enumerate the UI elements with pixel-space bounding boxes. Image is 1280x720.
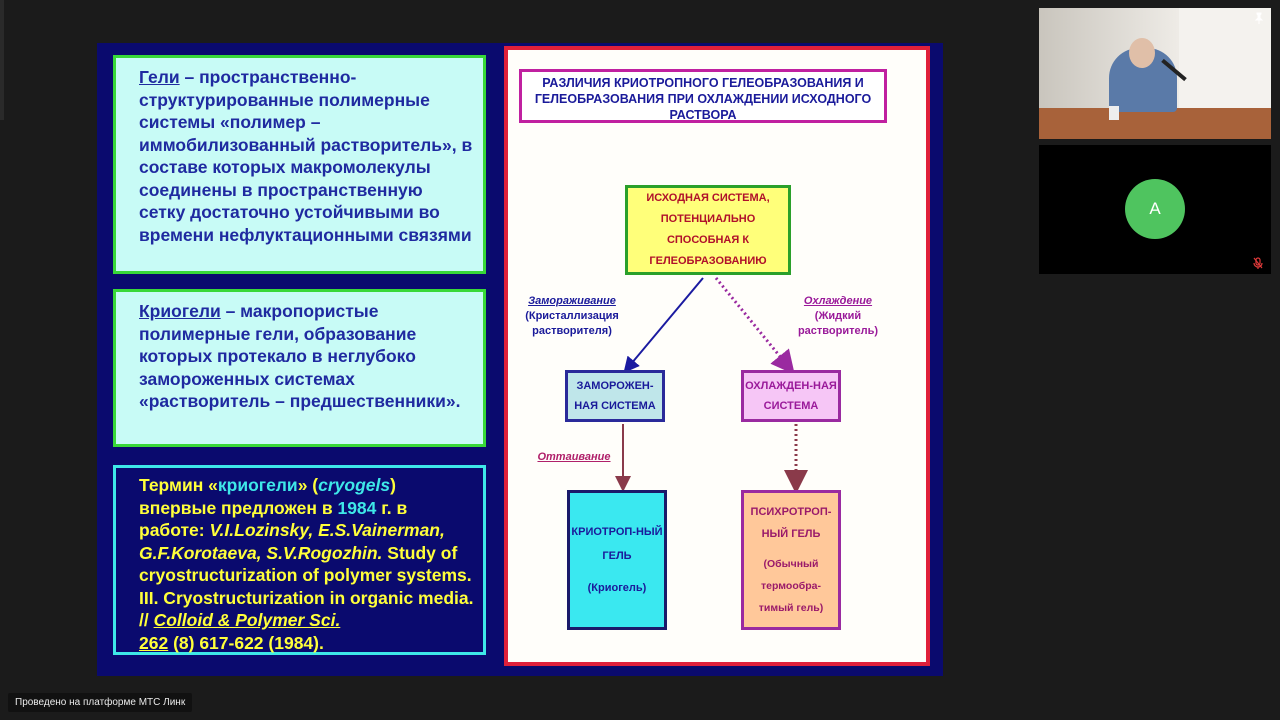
ref-term-ru: криогели	[217, 475, 298, 495]
presentation-slide: Гели – пространственно-структурированные…	[97, 43, 943, 676]
thawing-label: Оттаивание	[532, 450, 616, 465]
freezing-title: Замораживание	[528, 295, 616, 307]
ref-volume: 262	[139, 632, 169, 653]
ref-text: Study of cryostructurization of polymer …	[139, 542, 474, 631]
psychrotropic-gel-note: (Обычный термообра-тимый гель)	[758, 558, 824, 614]
cooling-title: Охлаждение	[803, 295, 873, 307]
cryogels-term: Криогели	[139, 301, 221, 321]
thawing-title: Оттаивание	[537, 451, 611, 463]
cryotropic-gel-title: КРИОТРОП-НЫЙ ГЕЛЬ	[571, 526, 663, 562]
freezing-note: (Кристаллизация растворителя)	[525, 310, 619, 337]
ref-text: » (	[297, 475, 319, 495]
participant-tile[interactable]: A	[1039, 145, 1271, 274]
diagram-title: РАЗЛИЧИЯ КРИОТРОПНОГО ГЕЛЕОБРАЗОВАНИЯ И …	[519, 69, 887, 123]
ref-text: (8) 617-622 (1984).	[168, 632, 324, 653]
cryogels-text: – макропористые полимерные гели, образов…	[139, 301, 461, 411]
speaker-head	[1129, 38, 1155, 68]
psychrotropic-gel-title: ПСИХРОТРОП-НЫЙ ГЕЛЬ	[750, 506, 832, 540]
pin-icon[interactable]	[1253, 12, 1265, 24]
cup	[1109, 106, 1119, 120]
cryotropic-gel-node: КРИОТРОП-НЫЙ ГЕЛЬ (Криогель)	[567, 490, 667, 630]
ref-journal: Colloid & Polymer Sci.	[153, 610, 341, 630]
freezing-label: Замораживание (Кристаллизация растворите…	[524, 294, 620, 339]
left-edge	[0, 0, 4, 120]
ref-year: 1984	[337, 497, 377, 518]
cryotropic-gel-note: (Криогель)	[587, 582, 647, 594]
cooling-label: Охлаждение (Жидкий растворитель)	[788, 294, 888, 339]
cooling-note: (Жидкий растворитель)	[797, 310, 879, 337]
ref-text: Термин «	[139, 475, 218, 495]
video-desk	[1039, 108, 1271, 139]
mic-muted-icon	[1253, 256, 1263, 269]
ref-authors: V.I.Lozinsky, E.S.Vainerman, G.F.Korotae…	[139, 520, 445, 563]
source-system-node: ИСХОДНАЯ СИСТЕМА, ПОТЕНЦИАЛЬНО СПОСОБНАЯ…	[625, 185, 791, 275]
cooled-system-node: ОХЛАЖДЕН-НАЯ СИСТЕМА	[741, 370, 841, 422]
reference-box: Термин «криогели» (cryogels) впервые пре…	[113, 465, 486, 655]
ref-term-en: cryogels	[318, 475, 391, 495]
cryogels-definition-box: Криогели – макропористые полимерные гели…	[113, 289, 486, 447]
cooling-arrow	[714, 277, 795, 375]
psychrotropic-gel-node: ПСИХРОТРОП-НЫЙ ГЕЛЬ (Обычный термообра-т…	[741, 490, 841, 630]
flow-diagram: РАЗЛИЧИЯ КРИОТРОПНОГО ГЕЛЕОБРАЗОВАНИЯ И …	[504, 46, 930, 666]
diagram-arrows	[615, 277, 808, 494]
gels-definition-box: Гели – пространственно-структурированные…	[113, 55, 486, 274]
platform-footer: Проведено на платформе МТС Линк	[8, 693, 193, 712]
speaker-video-tile[interactable]	[1039, 8, 1271, 139]
participant-avatar: A	[1125, 179, 1185, 239]
frozen-system-node: ЗАМОРОЖЕН-НАЯ СИСТЕМА	[565, 370, 665, 422]
ref-text: ) впервые предложен в	[139, 475, 396, 518]
gels-text: – пространственно-структурированные поли…	[139, 67, 473, 245]
gels-term: Гели	[139, 67, 180, 87]
freezing-arrow	[623, 277, 704, 374]
ref-text: г. в работе:	[139, 497, 408, 541]
